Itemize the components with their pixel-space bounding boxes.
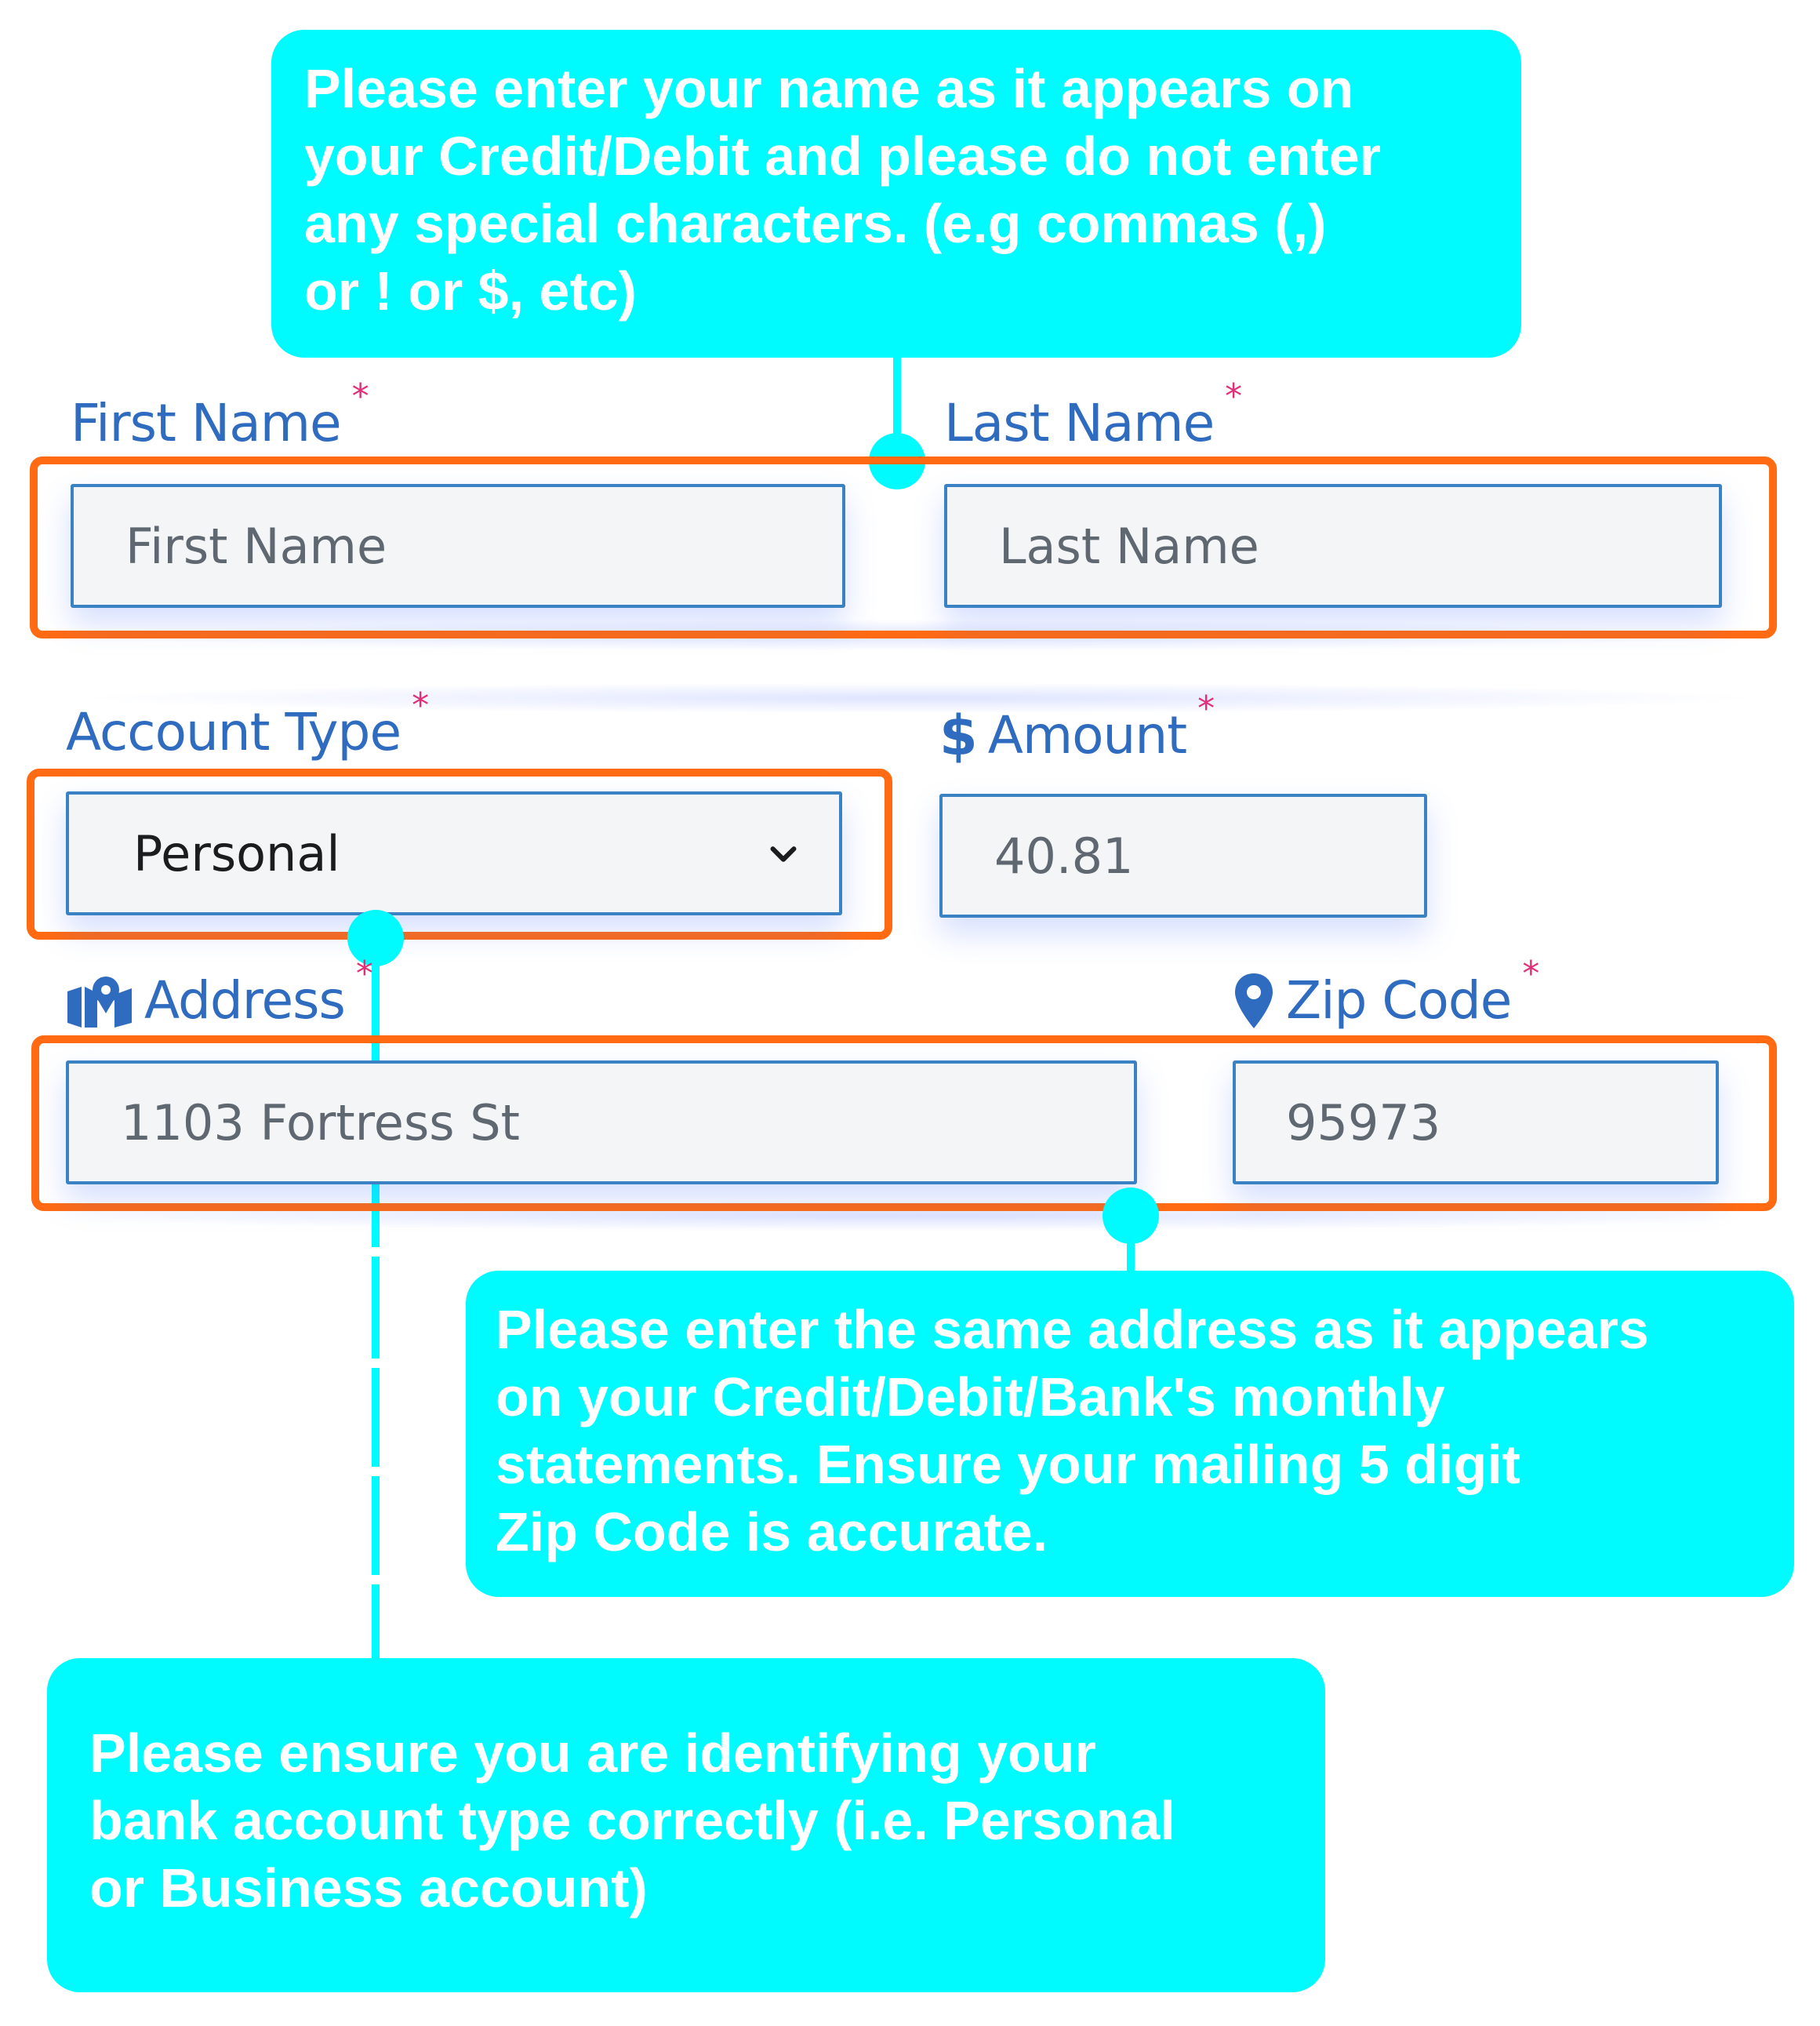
- account-type-select[interactable]: Personal: [66, 791, 842, 915]
- last-name-label-text: Last Name: [944, 393, 1215, 453]
- required-asterisk: *: [1225, 376, 1242, 416]
- chevron-down-icon: [770, 846, 797, 862]
- name-callout-connector: [893, 358, 901, 460]
- last-name-label: Last Name *: [944, 376, 1242, 455]
- first-name-label-text: First Name: [71, 393, 342, 453]
- last-name-field[interactable]: [944, 484, 1722, 608]
- name-fields-highlight: [30, 456, 1777, 638]
- amount-field[interactable]: [939, 794, 1427, 918]
- address-field[interactable]: [66, 1060, 1137, 1184]
- account-type-label-text: Account Type: [66, 702, 401, 762]
- required-asterisk: *: [1197, 689, 1215, 729]
- first-name-input[interactable]: [74, 487, 842, 605]
- address-input[interactable]: [69, 1064, 1134, 1181]
- address-fields-highlight: [31, 1035, 1777, 1211]
- zip-code-field[interactable]: [1233, 1060, 1719, 1184]
- dollar-icon: $: [939, 704, 978, 768]
- account-type-callout-connector: [372, 933, 380, 1664]
- last-name-input[interactable]: [947, 487, 1719, 605]
- required-asterisk: *: [412, 686, 429, 726]
- account-type-anchor-dot: [347, 910, 404, 966]
- connector-dash-gap: [372, 1467, 380, 1476]
- account-type-instruction-text: Please ensure you are identifying your b…: [89, 1722, 1175, 1919]
- map-pin-icon: [1235, 973, 1273, 1028]
- zip-code-label: Zip Code *: [1233, 954, 1539, 1032]
- row-shadow: [71, 682, 1764, 714]
- amount-input[interactable]: [943, 797, 1424, 915]
- zip-code-input[interactable]: [1236, 1064, 1716, 1181]
- amount-label: $ Amount *: [939, 689, 1215, 768]
- account-type-instruction-callout: Please ensure you are identifying your b…: [47, 1658, 1325, 1992]
- zip-code-label-text: Zip Code: [1286, 970, 1512, 1031]
- account-type-label: Account Type *: [66, 686, 429, 764]
- connector-dash-gap: [372, 1359, 380, 1368]
- map-icon: [67, 977, 132, 1028]
- account-type-selected-value: Personal: [133, 824, 340, 882]
- connector-dash-gap: [372, 1247, 380, 1257]
- address-callout-connector: [1127, 1224, 1135, 1275]
- name-instruction-text: Please enter your name as it appears on …: [304, 58, 1381, 322]
- connector-dash-gap: [372, 1575, 380, 1584]
- account-type-highlight: [27, 769, 892, 940]
- address-label-text: Address: [144, 970, 346, 1031]
- first-name-label: First Name *: [71, 376, 369, 455]
- amount-label-text: Amount: [987, 705, 1187, 766]
- required-asterisk: *: [1522, 954, 1539, 994]
- name-instruction-callout: Please enter your name as it appears on …: [271, 30, 1521, 358]
- address-instruction-text: Please enter the same address as it appe…: [496, 1299, 1649, 1562]
- first-name-field[interactable]: [71, 484, 845, 608]
- required-asterisk: *: [351, 376, 369, 416]
- address-label: Address *: [66, 954, 373, 1032]
- address-instruction-callout: Please enter the same address as it appe…: [466, 1271, 1794, 1597]
- required-asterisk: *: [355, 954, 373, 994]
